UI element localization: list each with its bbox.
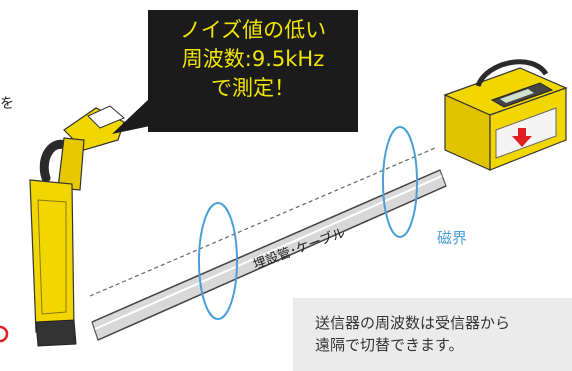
magnetic-field-label: 磁界 [437, 229, 468, 247]
note-line-1: 送信器の周波数は受信器から [315, 314, 511, 332]
callout-line-3: で測定！ [211, 76, 295, 100]
transmitter-device [443, 59, 568, 171]
magnetic-field-ring-right [382, 126, 418, 238]
info-note: 送信器の周波数は受信器から 遠隔で切替できます。 [293, 298, 572, 371]
arrow-down-icon [512, 128, 532, 147]
callout-pointer [112, 98, 150, 134]
callout-line-2: 周波数:9.5kHz [181, 47, 325, 71]
left-edge-text: を [0, 96, 14, 112]
red-marker [0, 325, 9, 343]
callout-line-1: ノイズ値の低い [179, 18, 327, 42]
note-line-2: 遠隔で切替できます。 [315, 336, 464, 354]
magnetic-field-ring-left [198, 202, 238, 320]
frequency-callout: ノイズ値の低い 周波数:9.5kHz で測定！ [148, 10, 358, 132]
buried-pipe [91, 169, 447, 341]
receiver-device [29, 105, 125, 347]
